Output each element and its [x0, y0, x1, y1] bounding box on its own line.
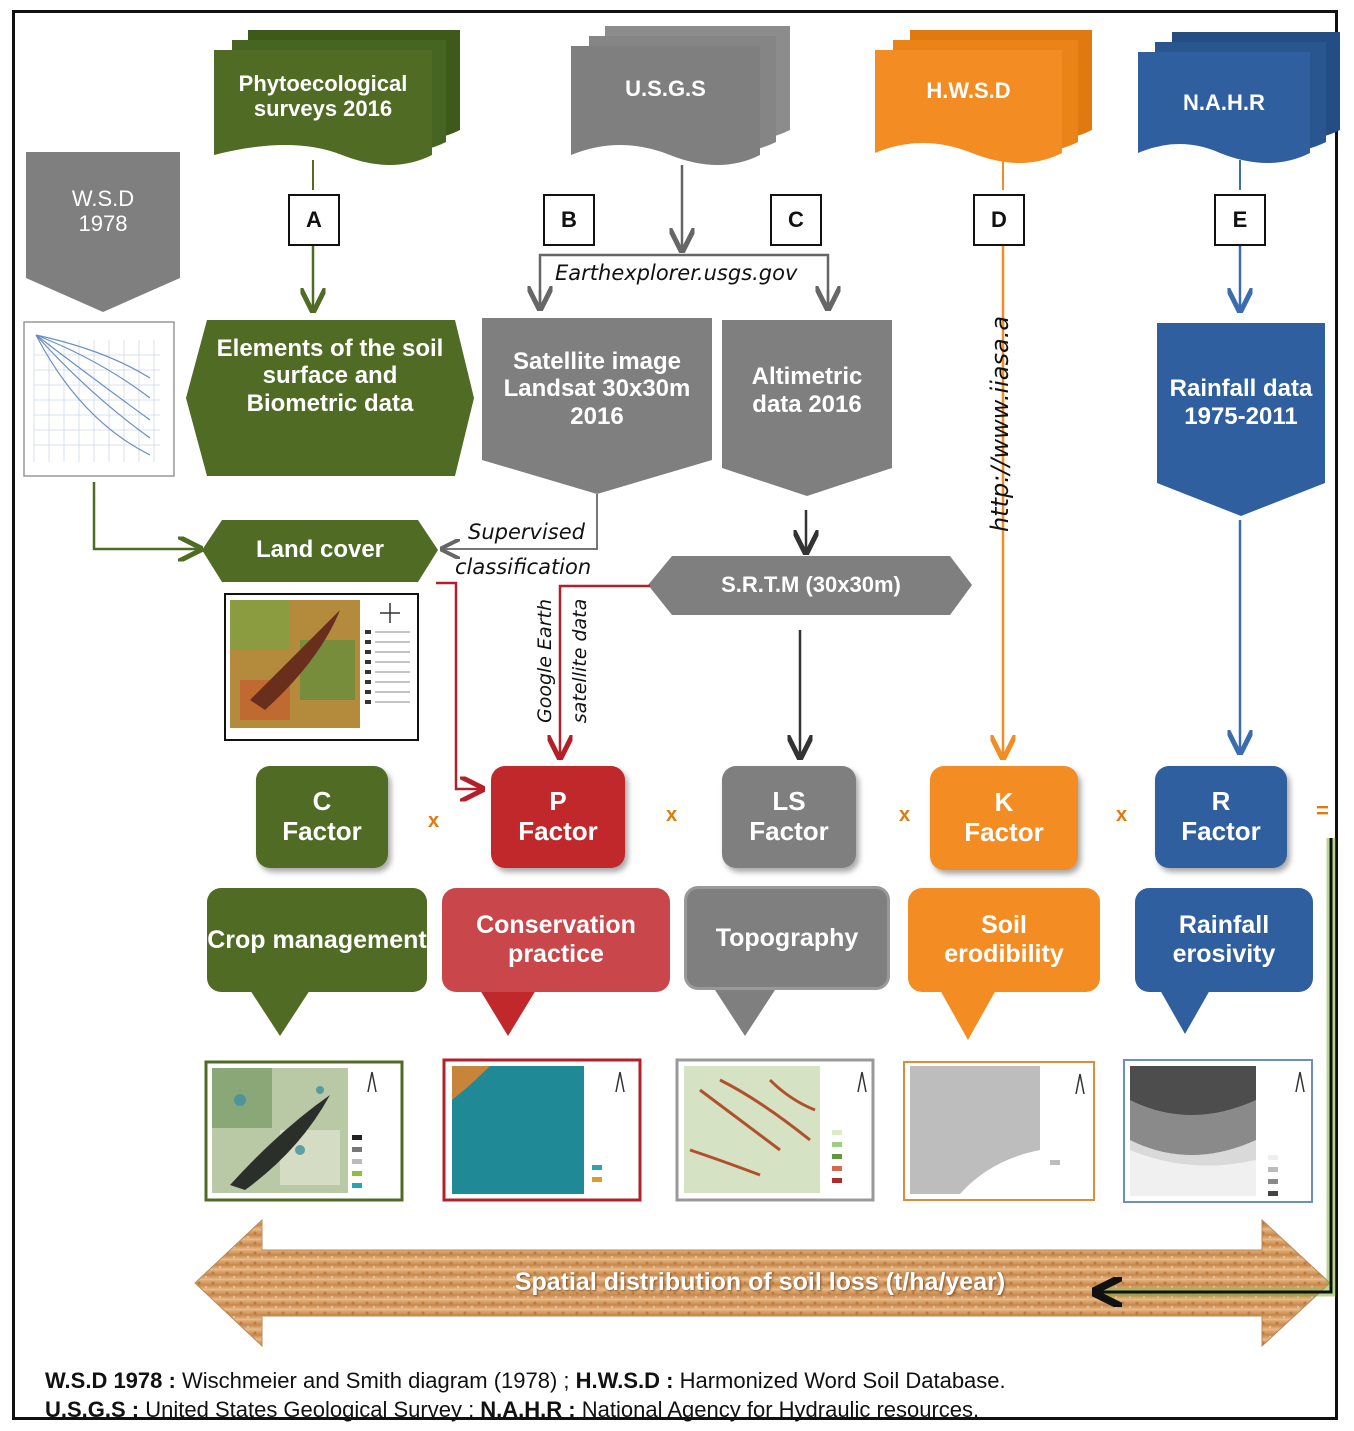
classification-note: classification — [455, 555, 592, 579]
altimetric-shape — [722, 320, 892, 496]
footnote-nahr-text: National Agency for Hydraulic resources. — [575, 1397, 980, 1422]
r-factor-box: R Factor — [1155, 766, 1287, 868]
result-label: Spatial distribution of soil loss (t/ha/… — [514, 1267, 1006, 1296]
k-factor-letter: K — [994, 787, 1014, 818]
source-wsd-label: W.S.D 1978 — [71, 185, 135, 236]
elements-hexagon — [186, 320, 474, 476]
p-factor-letter: P — [549, 786, 567, 817]
k-factor-map — [903, 1061, 1095, 1201]
wischmeier-chart — [23, 321, 175, 477]
diagram-frame — [12, 10, 1338, 1420]
p-factor-box: P Factor — [491, 766, 625, 868]
iiasa-link: http://www.iiasa.a — [986, 315, 1014, 533]
footnote-hwsd-text: Harmonized Word Soil Database. — [673, 1368, 1006, 1393]
times-sign-1: x — [428, 810, 440, 832]
elements-label: Elements of the soil surface and Biometr… — [216, 334, 444, 417]
erosivity-callout-tail — [1160, 990, 1210, 1034]
footnote-wsd-text: Wischmeier and Smith diagram (1978) ; — [175, 1368, 576, 1393]
crop-management-callout: Crop management — [207, 888, 427, 992]
altimetric-label: Altimetric data 2016 — [751, 363, 863, 418]
source-nahr-label: N.A.H.R — [1183, 90, 1265, 116]
topography-callout: Topography — [684, 886, 890, 990]
times-sign-4: x — [1116, 804, 1128, 826]
footnote-nahr-abbr: N.A.H.R : — [480, 1397, 576, 1422]
supervised-note: Supervised — [468, 520, 585, 544]
letter-e: E — [1214, 194, 1266, 246]
c-factor-map — [204, 1060, 404, 1202]
footnote-line-2: U.S.G.S : United States Geological Surve… — [45, 1397, 979, 1423]
earthexplorer-link: Earthexplorer.usgs.gov — [553, 261, 800, 285]
conservation-callout-tail — [480, 990, 536, 1036]
footnote-line-1: W.S.D 1978 : Wischmeier and Smith diagra… — [45, 1368, 1006, 1394]
r-factor-letter: R — [1211, 786, 1231, 817]
p-factor-word: Factor — [518, 816, 598, 846]
k-factor-word: Factor — [964, 817, 1044, 847]
rainfall-shape — [1157, 323, 1325, 516]
satellite-shape — [482, 318, 712, 494]
times-sign-2: x — [666, 804, 678, 826]
google-earth-note: Google Earth — [534, 599, 556, 723]
topography-callout-tail — [715, 990, 775, 1036]
wsd-arrow-shape — [26, 152, 180, 312]
source-phyto-shape — [214, 30, 460, 165]
ls-factor-map — [675, 1058, 875, 1202]
footnote-wsd-abbr: W.S.D 1978 : — [45, 1368, 176, 1393]
equals-sign: = — [1316, 798, 1329, 823]
r-factor-word: Factor — [1181, 816, 1261, 846]
k-factor-box: K Factor — [930, 766, 1078, 870]
ls-factor-box: LS Factor — [722, 766, 856, 868]
land-cover-map — [224, 593, 419, 741]
footnote-hwsd-abbr: H.W.S.D : — [575, 1368, 674, 1393]
c-factor-box: C Factor — [256, 766, 388, 868]
letter-c: C — [770, 194, 822, 246]
source-nahr-shape — [1138, 32, 1340, 163]
letter-b: B — [543, 194, 595, 246]
erodibility-callout-tail — [940, 990, 996, 1040]
source-usgs-label: U.S.G.S — [625, 76, 706, 102]
letter-a: A — [288, 194, 340, 246]
conservation-practice-callout: Conservation practice — [442, 888, 670, 992]
source-usgs-shape — [571, 26, 790, 165]
soil-erodibility-callout: Soil erodibility — [908, 888, 1100, 992]
letter-d: D — [973, 194, 1025, 246]
r-factor-map — [1123, 1059, 1313, 1203]
source-hwsd-label: H.W.S.D — [926, 78, 1011, 104]
times-sign-3: x — [899, 804, 911, 826]
footnote-usgs-text: United States Geological Survey ; — [139, 1397, 481, 1422]
footnote-usgs-abbr: U.S.G.S : — [45, 1397, 140, 1422]
p-factor-map — [442, 1058, 642, 1202]
crop-callout-tail — [250, 990, 310, 1036]
ls-factor-letter: LS — [772, 786, 806, 817]
satellite-label: Satellite image Landsat 30x30m 2016 — [503, 347, 691, 430]
srtm-label: S.R.T.M (30x30m) — [721, 572, 901, 598]
rainfall-erosivity-callout: Rainfall erosivity — [1135, 888, 1313, 992]
srtm-shape — [648, 556, 972, 615]
source-hwsd-shape — [875, 30, 1092, 163]
satellite-data-note: satellite data — [569, 598, 591, 724]
rainfall-label: Rainfall data 1975-2011 — [1169, 375, 1313, 430]
land-cover-shape — [202, 520, 438, 582]
c-factor-letter: C — [312, 786, 332, 817]
ls-factor-word: Factor — [749, 816, 829, 846]
land-cover-label: Land cover — [255, 536, 385, 564]
source-phyto-label: Phytoecological surveys 2016 — [238, 70, 408, 121]
c-factor-word: Factor — [282, 816, 362, 846]
